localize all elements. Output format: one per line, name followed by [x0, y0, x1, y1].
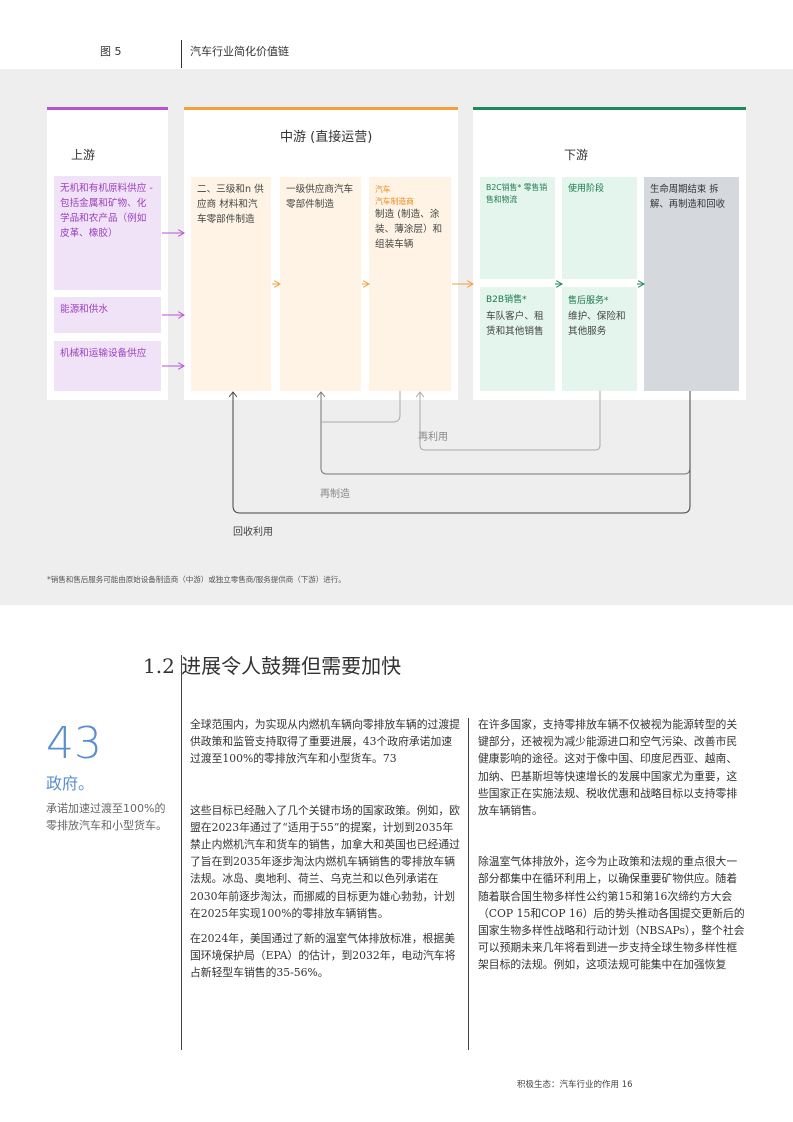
mid-cell-tier2: 二、三级和n 供应商 材料和汽车零部件制造 — [191, 177, 271, 391]
loop-label-remanufacture: 再制造 — [320, 489, 350, 500]
loop-recycle — [233, 391, 691, 514]
stat-unit: 政府。 — [46, 774, 95, 793]
upstream-item-energy: 能源和供水 — [54, 297, 161, 333]
upstream-title: 上游 — [71, 148, 96, 162]
paragraph: 这些目标已经融入了几个关键市场的国家政策。例如，欧盟在2023年通过了“适用于5… — [190, 803, 460, 920]
upstream-item-materials: 无机和有机原料供应 - 包括金属和矿物、化学品和农产品（例如皮革、橡胶） — [54, 176, 161, 290]
page-footer: 积极生态：汽车行业的作用 16 — [517, 1080, 633, 1090]
down-cell-use-phase: 使用阶段 — [562, 177, 637, 279]
figure-label: 图 5 — [100, 45, 122, 58]
down-cell-b2b-title: B2B销售* — [486, 295, 527, 305]
figure-footnote: *销售和售后服务可能由原始设备制造商（中游）或独立零售商/服务提供商（下游）进行… — [47, 575, 346, 584]
loop-label-recycle: 回收利用 — [233, 527, 273, 538]
mid-cell-oem — [369, 177, 451, 391]
paragraph: 全球范围内，为实现从内燃机车辆向零排放车辆的过渡提供政策和监管支持取得了重要进展… — [190, 718, 460, 766]
down-cell-b2c: B2C销售* 零售销售和物流 — [480, 177, 555, 279]
paragraph: 在许多国家，支持零排放车辆不仅被视为能源转型的关键部分，还被视为减少能源进口和空… — [478, 718, 738, 818]
header-divider — [181, 40, 182, 68]
down-cell-after-sales-text: 维护、保险和其他服务 — [568, 311, 626, 337]
down-cell-b2b-text: 车队客户、租赁和其他销售 — [486, 311, 544, 337]
mid-cell-tier1: 一级供应商汽车零部件制造 — [280, 177, 361, 391]
downstream-title: 下游 — [564, 148, 589, 162]
flow-arrows — [162, 0, 691, 514]
loop-reuse-branch — [322, 391, 401, 423]
down-cell-after-sales-title: 售后服务* — [568, 296, 609, 306]
upstream-accent-bar — [47, 107, 168, 110]
figure-title: 汽车行业简化价值链 — [190, 45, 289, 58]
loop-label-reuse: 再利用 — [418, 432, 448, 443]
downstream-accent-bar — [473, 107, 746, 110]
mid-cell-oem-highlight: 汽车 汽车制造商 — [375, 185, 414, 206]
midstream-title: 中游 (直接运营) — [280, 130, 373, 145]
body-column-1: 全球范围内，为实现从内燃机车辆向零排放车辆的过渡提供政策和监管支持取得了重要进展… — [190, 716, 460, 982]
section-heading: 1.2 进展令人鼓舞但需要加快 — [143, 654, 402, 678]
paragraph: 在2024年，美国通过了新的温室气体排放标准，根据美国环境保护局（EPA）的估计… — [190, 932, 456, 980]
column-rule-right — [468, 718, 469, 1050]
stat-description: 承诺加速过渡至100%的零排放汽车和小型货车。 — [46, 802, 167, 832]
down-cell-b2b — [480, 287, 555, 391]
paragraph: 除温室气体排放外，迄今为止政策和法规的重点很大一部分都集中在循环利用上，以确保重… — [478, 855, 745, 972]
loop-remanufacture — [321, 391, 691, 475]
midstream-accent-bar — [184, 107, 458, 110]
body-column-2: 在许多国家，支持零排放车辆不仅被视为能源转型的关键部分，还被视为减少能源进口和空… — [478, 716, 746, 974]
down-cell-after-sales — [562, 287, 637, 391]
upstream-item-machinery: 机械和运输设备供应 — [54, 341, 161, 391]
mid-cell-oem-text: 制造 (制造、涂装、薄涂层）和组装车辆 — [375, 209, 443, 250]
down-cell-end-of-life: 生命周期结束 拆解、再制造和回收 — [644, 177, 739, 391]
loop-reuse — [420, 391, 601, 451]
stat-number: 43 — [46, 718, 102, 769]
column-rule-left — [181, 655, 182, 1050]
